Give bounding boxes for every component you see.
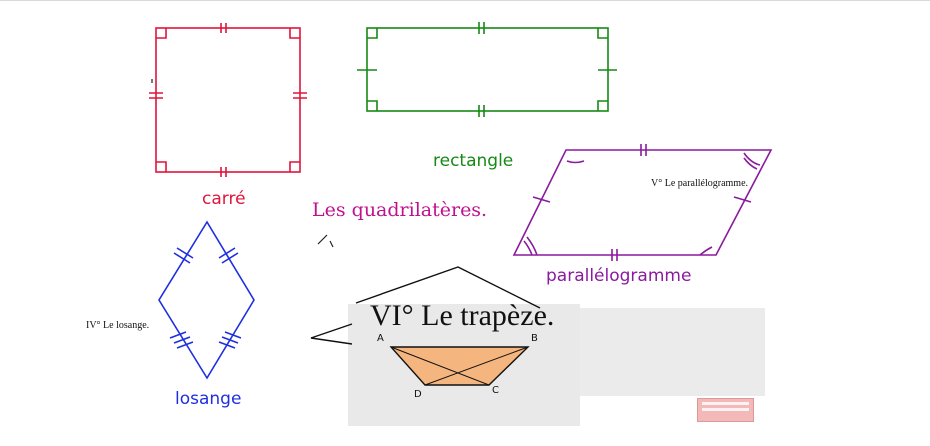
vertex-b-label: B (531, 333, 538, 344)
pen-marks (151, 79, 334, 248)
trapezoid-shape (389, 346, 530, 386)
thumbnail-row (702, 408, 749, 411)
background-panel (580, 308, 765, 396)
square-shape (149, 23, 307, 177)
speech-bubble (310, 266, 541, 345)
rhombus-note: IV° Le losange. (86, 320, 150, 331)
parallelogram-label: parallélogramme (546, 266, 692, 286)
rectangle-label: rectangle (433, 151, 514, 171)
rhombus-shape (158, 220, 255, 380)
worksheet-thumbnail[interactable] (697, 398, 754, 422)
vertex-d-label: D (414, 389, 422, 400)
rectangle-shape (357, 22, 617, 117)
parallelogram-shape (512, 144, 773, 261)
vertex-c-label: C (492, 385, 499, 396)
thumbnail-row (702, 402, 749, 405)
quadrilaterals-title: Les quadrilatères. (312, 199, 488, 221)
parallelogram-note: V° Le parallélogramme. (651, 178, 749, 189)
trapezoid-title: VI° Le trapèze. (370, 299, 555, 332)
vertex-a-label: A (377, 333, 384, 344)
rhombus-label: losange (175, 389, 242, 409)
square-label: carré (202, 189, 246, 209)
